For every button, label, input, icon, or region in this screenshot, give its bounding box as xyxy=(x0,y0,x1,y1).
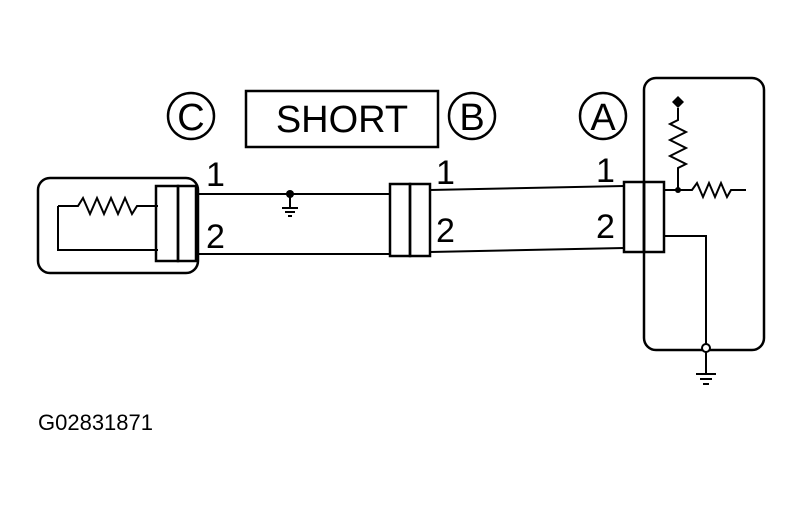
connector-c-pin-1: 1 xyxy=(206,156,225,194)
connector-c-callout: C xyxy=(166,91,216,141)
connector-b-pin-2: 2 xyxy=(436,212,455,250)
connector-a-pin-2: 2 xyxy=(596,208,615,246)
harness-wires-c-b xyxy=(196,193,390,255)
connector-a-callout: A xyxy=(578,91,628,141)
sensor-component-left xyxy=(36,176,200,275)
harness-wires-b-a xyxy=(429,185,625,253)
input-resistor-symbol xyxy=(678,180,746,200)
short-label-box xyxy=(244,89,440,149)
connector-a-letter: A xyxy=(590,97,616,139)
short-label: SHORT xyxy=(276,99,408,141)
pull-up-resistor-symbol xyxy=(667,108,689,190)
sensor-resistor-symbol xyxy=(58,195,158,217)
connector-c-pin-2: 2 xyxy=(206,218,225,256)
connector-c-letter: C xyxy=(177,97,204,139)
connector-b xyxy=(388,182,432,258)
connector-c xyxy=(154,184,198,263)
connector-b-letter: B xyxy=(459,97,484,139)
control-module-right xyxy=(642,76,766,353)
connector-b-callout: B xyxy=(447,91,497,141)
short-to-ground-symbol xyxy=(282,190,298,217)
module-ground-symbol xyxy=(696,352,716,385)
connector-b-pin-1: 1 xyxy=(436,154,455,192)
connector-a-pin-1: 1 xyxy=(596,152,615,190)
figure-code: G02831871 xyxy=(38,410,153,435)
power-supply-terminal-icon xyxy=(672,96,684,108)
